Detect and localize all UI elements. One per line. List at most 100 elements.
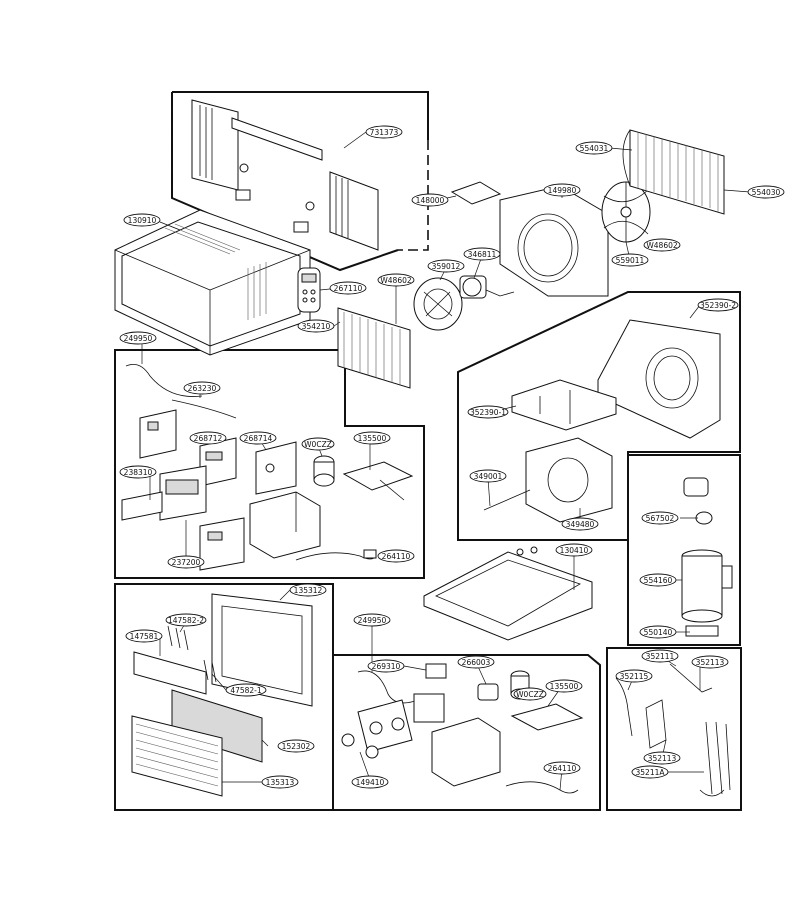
callout-label: 567502	[646, 514, 675, 523]
callout-label: 352113	[696, 658, 725, 667]
callout-label: 559011	[616, 256, 645, 265]
callout-149980: 149980	[543, 183, 581, 197]
callout-label: 554160	[644, 576, 673, 585]
callout-152302: 152302	[277, 739, 315, 753]
callout-label: 359012	[432, 262, 461, 271]
harness-2-part	[505, 781, 579, 794]
callout-554031: 554031	[575, 141, 613, 155]
callout-label: 135313	[266, 778, 295, 787]
callout-352390-2: 352390-2	[697, 298, 739, 312]
callout-label: 268714	[244, 434, 273, 443]
callout-352115: 352115	[615, 669, 653, 683]
frame-electrical-2	[332, 654, 601, 811]
rotary-switch-part	[341, 699, 413, 759]
callout-label: 352390-1	[470, 408, 506, 417]
front-frame-135312-part	[211, 593, 313, 707]
callout-label: 554030	[752, 188, 781, 197]
evaporator-coil-part	[337, 307, 411, 389]
control-box-case-2-part	[431, 717, 501, 787]
remote-control-part	[297, 267, 321, 313]
frame-compressor	[627, 454, 741, 646]
callout-130910: 130910	[123, 213, 161, 227]
callout-249950-1: 249950	[119, 331, 157, 345]
callout-359012: 359012	[427, 259, 465, 273]
callout-554160: 554160	[639, 573, 677, 587]
cabinet-part	[114, 209, 311, 356]
power-cord-part	[125, 363, 237, 419]
frame-top-left-dashed	[171, 92, 429, 251]
capacitor-part	[313, 455, 335, 487]
callout-label: 269310	[372, 662, 401, 671]
callout-268714: 268714	[239, 431, 277, 445]
callout-label: 249950	[358, 616, 387, 625]
callout-label: 352115	[620, 672, 649, 681]
callout-135313: 135313	[261, 775, 299, 789]
callout-label: 135500	[358, 434, 387, 443]
callout-135500-1: 135500	[353, 431, 391, 445]
callout-label: 267110	[334, 284, 363, 293]
callout-label: 352113	[648, 754, 677, 763]
callout-label: 352111	[646, 652, 675, 661]
pcb-main-part	[255, 441, 297, 495]
callout-label: W0CZZ	[304, 440, 332, 449]
callout-238310: 238310	[119, 465, 157, 479]
callout-352113-2: 352113	[643, 751, 681, 765]
callout-label: 354210	[302, 322, 331, 331]
callout-346811: 346811	[463, 247, 501, 261]
air-guide-part	[511, 379, 617, 431]
callout-135312: 135312	[289, 583, 327, 597]
callout-label: 263230	[188, 384, 217, 393]
callout-label: 249950	[124, 334, 153, 343]
cover-135500b-part	[510, 703, 584, 731]
callout-label: 149980	[548, 186, 577, 195]
callout-237200: 237200	[167, 555, 205, 569]
callout-269310: 269310	[367, 659, 405, 673]
grille-135313-part	[131, 715, 223, 797]
switch-266003-part	[477, 683, 499, 701]
control-box-case-part	[249, 491, 321, 559]
shroud-part	[450, 181, 609, 297]
callout-label: W48602	[646, 241, 678, 250]
callout-label: W48602	[380, 276, 412, 285]
overload-567502-part	[683, 477, 713, 525]
frame-tubing	[606, 647, 742, 811]
callout-550140: 550140	[639, 625, 677, 639]
callout-label: 346811	[468, 250, 497, 259]
callout-label: 550140	[644, 628, 673, 637]
callout-label: 731373	[370, 128, 399, 137]
condenser-fan-part	[601, 181, 651, 243]
callout-label: 237200	[172, 558, 201, 567]
callout-w48602-1: W48602	[377, 273, 415, 287]
callout-354210: 354210	[297, 319, 335, 333]
callout-567502: 567502	[641, 511, 679, 525]
callout-349480: 349480	[561, 517, 599, 531]
callout-264110-2: 264110	[543, 761, 581, 775]
condenser-coil-part	[622, 129, 725, 215]
pcb-268712-part	[139, 409, 177, 459]
fan-motor-part	[459, 275, 515, 299]
callout-label: 264110	[548, 764, 577, 773]
callout-559011: 559011	[611, 253, 649, 267]
control-box-135500-part	[342, 461, 414, 501]
tubing-part	[615, 663, 731, 797]
callout-352113-1: 352113	[691, 655, 729, 669]
callout-352111: 352111	[641, 649, 679, 663]
harness-264110-part	[295, 549, 377, 561]
callout-147582-2: 147582-2	[165, 613, 207, 627]
callout-label: 135312	[294, 586, 323, 595]
callout-147582-1: 47582-1	[225, 683, 267, 697]
callout-label: 130910	[128, 216, 157, 225]
callout-249950-2: 249950	[353, 613, 391, 627]
callout-w0czz-1: W0CZZ	[301, 437, 335, 451]
callout-148000: 148000	[411, 193, 449, 207]
callout-352390-1: 352390-1	[467, 405, 509, 419]
compressor-554160-part	[681, 549, 733, 637]
bracket-269310-part	[413, 663, 447, 723]
callout-35211a: 35211A	[631, 765, 669, 779]
callout-554030: 554030	[747, 185, 785, 199]
callout-label: 264110	[382, 552, 411, 561]
vane-147582-part	[167, 625, 217, 683]
callout-label: 266003	[462, 658, 491, 667]
